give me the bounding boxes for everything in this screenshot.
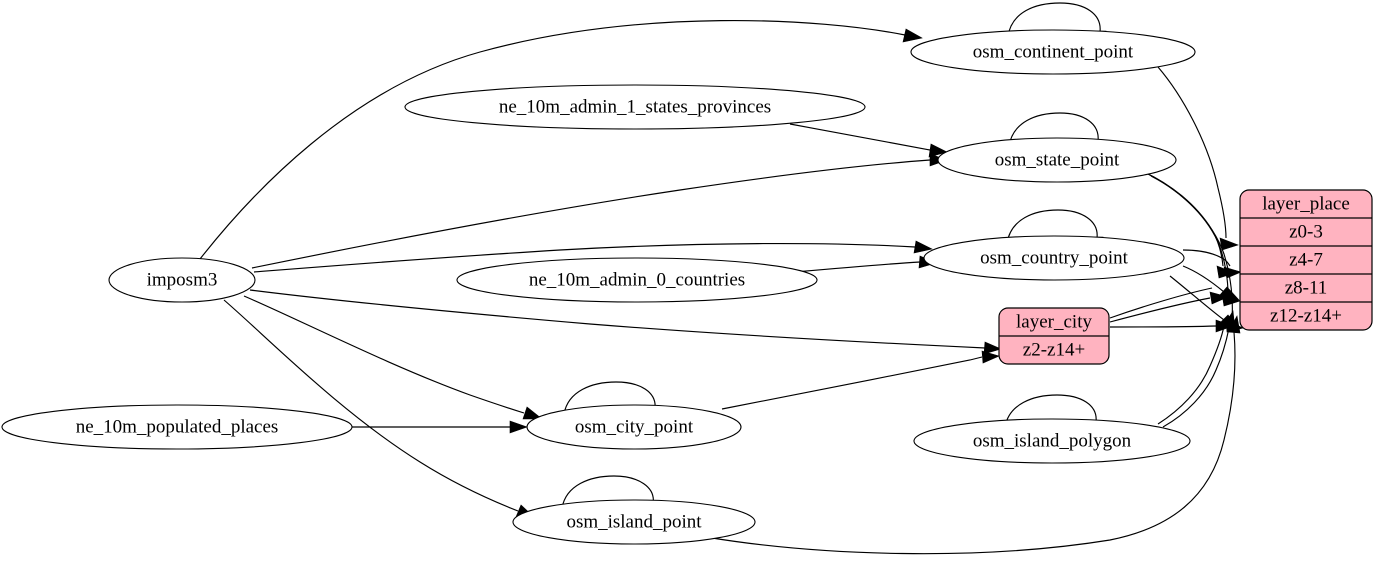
- record-row-layer_place-header: layer_place: [1262, 193, 1350, 214]
- record-node-layer_city[interactable]: layer_city z2-z14+: [998, 307, 1110, 365]
- node-osm_continent_point[interactable]: osm_continent_point: [910, 29, 1196, 75]
- record-row-layer_place-z4-7[interactable]: z4-7: [1289, 249, 1323, 270]
- record-row-layer_place-z0-3[interactable]: z0-3: [1289, 221, 1323, 242]
- edge-osm_continent_point-to-layer_place-z0-3: [1157, 66, 1239, 251]
- edge-osm_island_polygon-to-layer_place-z12-z14-b: [1157, 325, 1225, 425]
- node-osm_city_point[interactable]: osm_city_point: [526, 404, 742, 450]
- record-row-layer_place-z12-z14[interactable]: z12-z14+: [1270, 305, 1342, 326]
- node-label-osm_country_point: osm_country_point: [980, 247, 1128, 268]
- edge-imposm3-to-osm_state_point: [251, 153, 948, 269]
- node-label-osm_city_point: osm_city_point: [575, 416, 694, 437]
- edge-osm_city_point-to-layer_city: [721, 350, 1000, 410]
- edge-imposm3-to-layer_city: [249, 289, 1002, 355]
- record-row-layer_place-z8-11[interactable]: z8-11: [1285, 277, 1328, 298]
- edge-ne_10m_populated_places-to-osm_city_point: [352, 420, 528, 434]
- node-label-ne_10m_admin_1_states_provinces: ne_10m_admin_1_states_provinces: [499, 96, 771, 117]
- edge-layer_city-to-layer_place-secondary: [1109, 287, 1213, 319]
- edge-imposm3-to-osm_city_point: [243, 295, 543, 420]
- record-row-layer_city-header: layer_city: [1016, 311, 1092, 332]
- record-row-layer_city-z2-z14[interactable]: z2-z14+: [1023, 339, 1085, 360]
- node-label-osm_continent_point: osm_continent_point: [973, 41, 1134, 62]
- edge-imposm3-to-osm_country_point: [253, 240, 933, 273]
- node-osm_state_point[interactable]: osm_state_point: [937, 137, 1177, 183]
- edge-osm_island_point-to-layer_place-z12-z14: [705, 315, 1241, 555]
- node-osm_island_point[interactable]: osm_island_point: [512, 499, 756, 545]
- edge-imposm3-to-osm_continent_point: [199, 19, 923, 260]
- node-imposm3[interactable]: imposm3: [108, 257, 256, 303]
- node-ne_10m_admin_1_states_provinces[interactable]: ne_10m_admin_1_states_provinces: [404, 84, 866, 130]
- edge-ne_10m_admin_0_countries-to-osm_country_point: [794, 255, 937, 273]
- node-osm_island_polygon[interactable]: osm_island_polygon: [913, 418, 1191, 464]
- edge-osm_country_point-to-layer_place-z4-7: [1182, 249, 1242, 279]
- node-label-osm_island_point: osm_island_point: [566, 511, 702, 532]
- node-ne_10m_admin_0_countries[interactable]: ne_10m_admin_0_countries: [456, 257, 818, 303]
- node-layer: imposm3 ne_10m_admin_1_states_provinces …: [1, 29, 1373, 545]
- node-label-ne_10m_admin_0_countries: ne_10m_admin_0_countries: [529, 269, 745, 290]
- edge-osm_state_point-to-layer_place-z8-11: [1147, 173, 1241, 307]
- node-osm_country_point[interactable]: osm_country_point: [923, 235, 1185, 281]
- node-label-osm_island_polygon: osm_island_polygon: [973, 430, 1132, 451]
- node-label-osm_state_point: osm_state_point: [995, 149, 1120, 170]
- edge-layer_city-to-layer_place-z8-11: [1109, 291, 1229, 323]
- edge-layer_city-to-layer_place-z12-z14: [1109, 319, 1234, 333]
- node-ne_10m_populated_places[interactable]: ne_10m_populated_places: [1, 404, 353, 450]
- record-node-layer_place[interactable]: layer_place z0-3 z4-7 z8-11 z12-z14+: [1239, 189, 1373, 331]
- node-label-imposm3: imposm3: [147, 269, 218, 290]
- edge-ne_10m_admin_1_states_provinces-to-osm_state_point: [789, 123, 948, 158]
- node-label-ne_10m_populated_places: ne_10m_populated_places: [76, 416, 279, 437]
